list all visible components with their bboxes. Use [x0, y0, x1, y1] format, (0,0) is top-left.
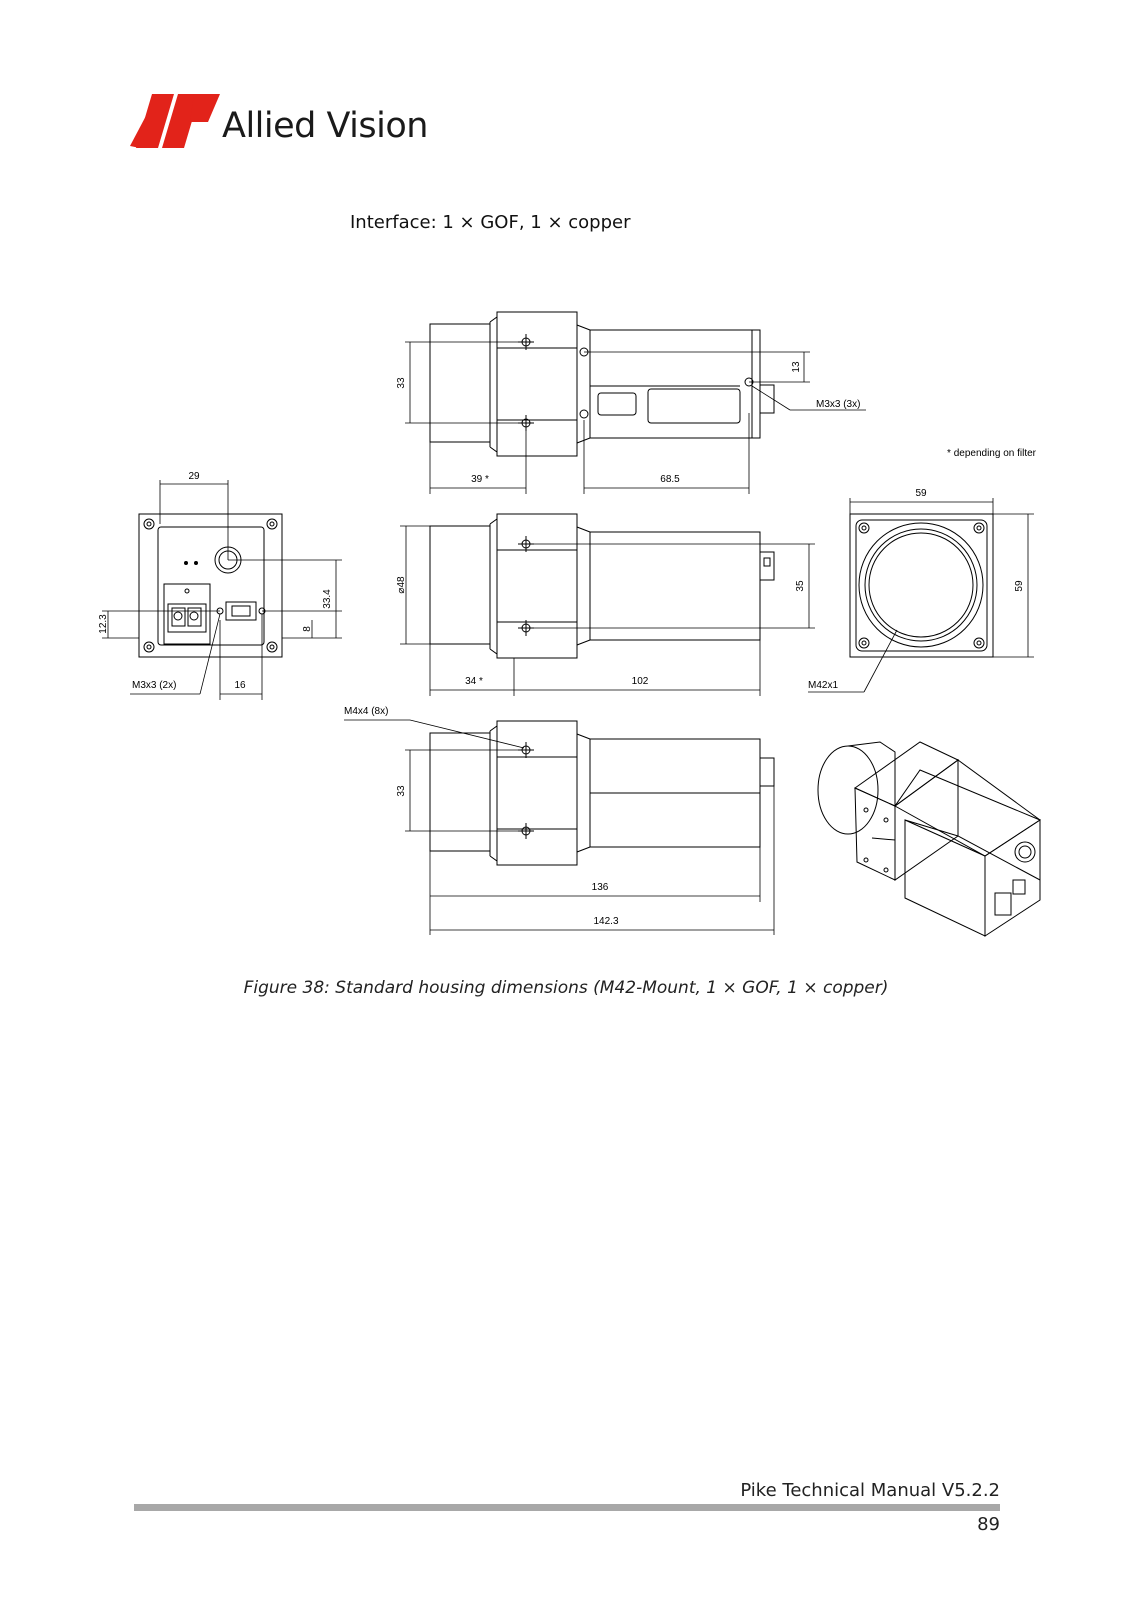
dim-note: * depending on filter — [947, 448, 1037, 459]
interface-heading: Interface: 1 × GOF, 1 × copper — [350, 212, 631, 233]
brand-name: Allied Vision — [222, 106, 428, 146]
dim-top-front-length: 39 * — [471, 474, 489, 485]
dim-back-conn-height: 33.4 — [322, 589, 333, 609]
dim-total-length: 142.3 — [593, 916, 618, 927]
bottom-view — [344, 719, 775, 935]
dim-total-body: 136 — [592, 882, 609, 893]
dim-bottom-holes: 33 — [396, 785, 407, 797]
dim-top-rear-length: 68.5 — [660, 474, 680, 485]
dim-diameter: ⌀48 — [396, 576, 407, 594]
dim-back-spacing: 16 — [234, 680, 246, 691]
dim-back-small: 8 — [302, 626, 313, 632]
allied-vision-logo: Allied Vision — [130, 92, 430, 154]
top-view — [405, 311, 866, 494]
front-view — [808, 498, 1034, 693]
dim-rear-offset: 13 — [791, 361, 802, 373]
side-view — [400, 513, 815, 696]
dim-side-body-length: 102 — [632, 676, 649, 687]
manual-title: Pike Technical Manual V5.2.2 — [740, 1480, 1000, 1501]
footer-divider — [134, 1504, 1000, 1511]
dim-back-thread: M3x3 (2x) — [132, 680, 176, 691]
dim-top-holes: 33 — [396, 377, 407, 389]
page-number: 89 — [977, 1514, 1000, 1535]
dimension-labels: 33 13 M3x3 (3x) * depending on filter 39… — [98, 361, 1037, 927]
figure-caption: Figure 38: Standard housing dimensions (… — [243, 978, 889, 998]
dim-side-front-length: 34 * — [465, 676, 483, 687]
dim-mount-thread: M42x1 — [808, 680, 838, 691]
housing-dimension-drawing: 33 13 M3x3 (3x) * depending on filter 39… — [98, 311, 1042, 937]
dim-front-height: 59 — [1014, 580, 1025, 592]
dim-back-width: 29 — [188, 471, 200, 482]
dim-back-low: 12.3 — [98, 614, 109, 634]
dim-bottom-thread: M4x4 (8x) — [344, 706, 388, 717]
back-view — [102, 480, 342, 700]
dim-front-width: 59 — [915, 488, 927, 499]
isometric-view — [817, 741, 1042, 937]
dim-side-holes: 35 — [795, 580, 806, 592]
dim-rear-thread: M3x3 (3x) — [816, 399, 860, 410]
allied-vision-logo-icon — [130, 94, 220, 148]
